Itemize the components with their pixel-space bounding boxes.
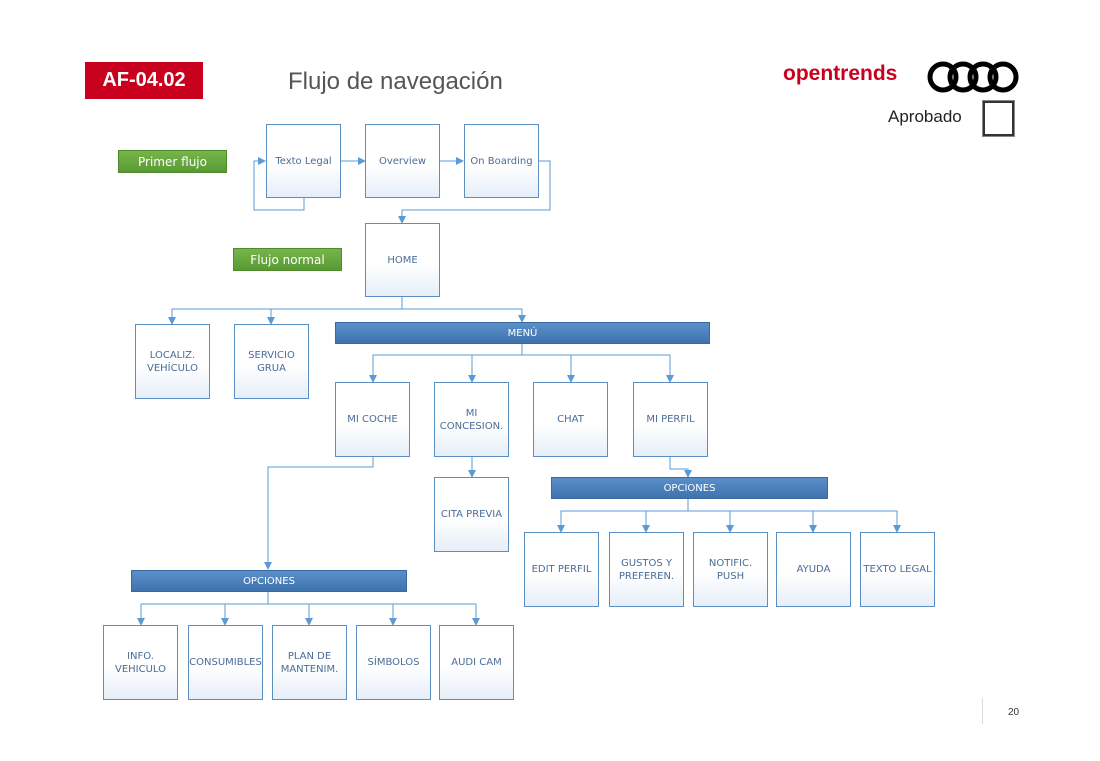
node-overview[interactable]: Overview xyxy=(365,124,440,198)
menu-bar[interactable]: MENÚ xyxy=(335,322,710,344)
connector-onboarding-home xyxy=(398,160,551,224)
node-home[interactable]: HOME xyxy=(365,223,440,297)
node-mi-concesion[interactable]: MI CONCESION. xyxy=(434,382,509,457)
connector-opciones-audicam xyxy=(268,603,480,626)
node-chat[interactable]: CHAT xyxy=(533,382,608,457)
node-notificaciones-push[interactable]: NOTIFIC. PUSH xyxy=(693,532,768,607)
connector-opciones-textolegal xyxy=(688,510,901,533)
connector-micoche-opciones xyxy=(264,457,374,570)
connector-perfil-opciones xyxy=(669,457,692,478)
footer-divider xyxy=(982,698,983,724)
node-edit-perfil[interactable]: EDIT PERFIL xyxy=(524,532,599,607)
node-on-boarding[interactable]: On Boarding xyxy=(464,124,539,198)
approved-label: Aprobado xyxy=(888,107,962,126)
node-gustos-preferencias[interactable]: GUSTOS Y PREFEREN. xyxy=(609,532,684,607)
node-ayuda[interactable]: AYUDA xyxy=(776,532,851,607)
connector-home-localiz xyxy=(168,297,403,325)
connector-menu-miperfil xyxy=(522,354,674,383)
four-rings-logo-icon xyxy=(927,61,1019,93)
document-code-badge: AF-04.02 xyxy=(85,62,203,99)
node-localiz-vehiculo[interactable]: LOCALIZ. VEHÍCULO xyxy=(135,324,210,399)
perfil-options-bar[interactable]: OPCIONES xyxy=(551,477,828,499)
node-cita-previa[interactable]: CITA PREVIA xyxy=(434,477,509,552)
coche-options-bar[interactable]: OPCIONES xyxy=(131,570,407,592)
node-mi-coche[interactable]: MI COCHE xyxy=(335,382,410,457)
page-title: Flujo de navegación xyxy=(288,68,503,95)
node-audi-cam[interactable]: AUDI CAM xyxy=(439,625,514,700)
node-plan-mantenimiento[interactable]: PLAN DE MANTENIM. xyxy=(272,625,347,700)
brand-logo-text: opentrends xyxy=(783,62,898,85)
connector-home-menu xyxy=(402,308,526,323)
connector-opciones-edit xyxy=(557,499,689,533)
node-mi-perfil[interactable]: MI PERFIL xyxy=(633,382,708,457)
node-info-vehiculo[interactable]: INFO. VEHICULO xyxy=(103,625,178,700)
approved-checkbox[interactable] xyxy=(983,101,1014,136)
normal-flow-tag: Flujo normal xyxy=(233,248,342,271)
node-consumibles[interactable]: CONSUMIBLES xyxy=(188,625,263,700)
connector-opciones-info xyxy=(137,592,269,626)
connector-menu-micoche xyxy=(369,344,523,383)
node-texto-legal[interactable]: TEXTO LEGAL xyxy=(860,532,935,607)
node-servicio-grua[interactable]: SERVICIO GRUA xyxy=(234,324,309,399)
node-simbolos[interactable]: SÍMBOLOS xyxy=(356,625,431,700)
connector-legal-loop xyxy=(253,157,305,211)
first-flow-tag: Primer flujo xyxy=(118,150,227,173)
page-number: 20 xyxy=(1008,707,1020,718)
node-texto-legal-top[interactable]: Texto Legal xyxy=(266,124,341,198)
